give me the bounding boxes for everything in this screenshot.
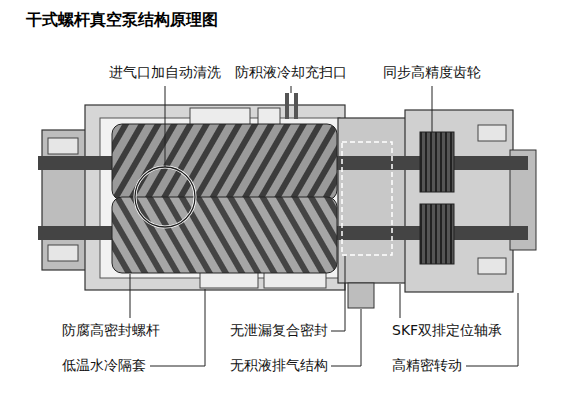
exhaust-outlet <box>348 283 374 308</box>
leader-line <box>432 86 433 132</box>
part-label: 防积液冷却充扫口 <box>233 64 349 82</box>
part-label: SKF双排定位轴承 <box>390 322 504 340</box>
purge-port <box>285 93 289 119</box>
inlet-callout-ring <box>135 167 195 227</box>
leader-line <box>291 86 292 93</box>
part-label: 无积液排气结构 <box>228 357 330 375</box>
left-bearing <box>48 138 78 154</box>
leader-line <box>331 309 361 366</box>
seal-callout-box <box>342 142 392 255</box>
lower-screw-rotor <box>112 197 337 273</box>
sync-gear <box>420 204 454 264</box>
leader-line <box>130 274 131 318</box>
sync-gear <box>420 132 454 192</box>
part-label: 进气口加自动清洗 <box>107 64 223 82</box>
leader-line <box>400 284 401 318</box>
inlet-callout-ring <box>135 167 195 227</box>
part-label: 防腐高密封螺杆 <box>60 322 162 340</box>
right-bearing <box>478 125 506 141</box>
leader-line <box>331 256 345 331</box>
part-label: 低温水冷隔套 <box>60 357 148 375</box>
rotor-chamber <box>100 118 340 278</box>
seal-housing <box>338 118 408 283</box>
purge-port <box>294 93 298 119</box>
left-end-cap <box>42 130 87 270</box>
part-label: 高精密转动 <box>390 357 464 375</box>
left-bearing <box>48 245 78 261</box>
part-label: 无泄漏复合密封 <box>228 322 330 340</box>
gear-box <box>405 110 513 292</box>
right-bearing <box>478 258 506 274</box>
pump-housing <box>85 105 345 290</box>
part-label: 同步高精度齿轮 <box>381 64 483 82</box>
diagram-title: 干式螺杆真空泵结构原理图 <box>24 10 220 30</box>
upper-screw-rotor <box>112 124 337 200</box>
leader-line <box>165 86 166 167</box>
